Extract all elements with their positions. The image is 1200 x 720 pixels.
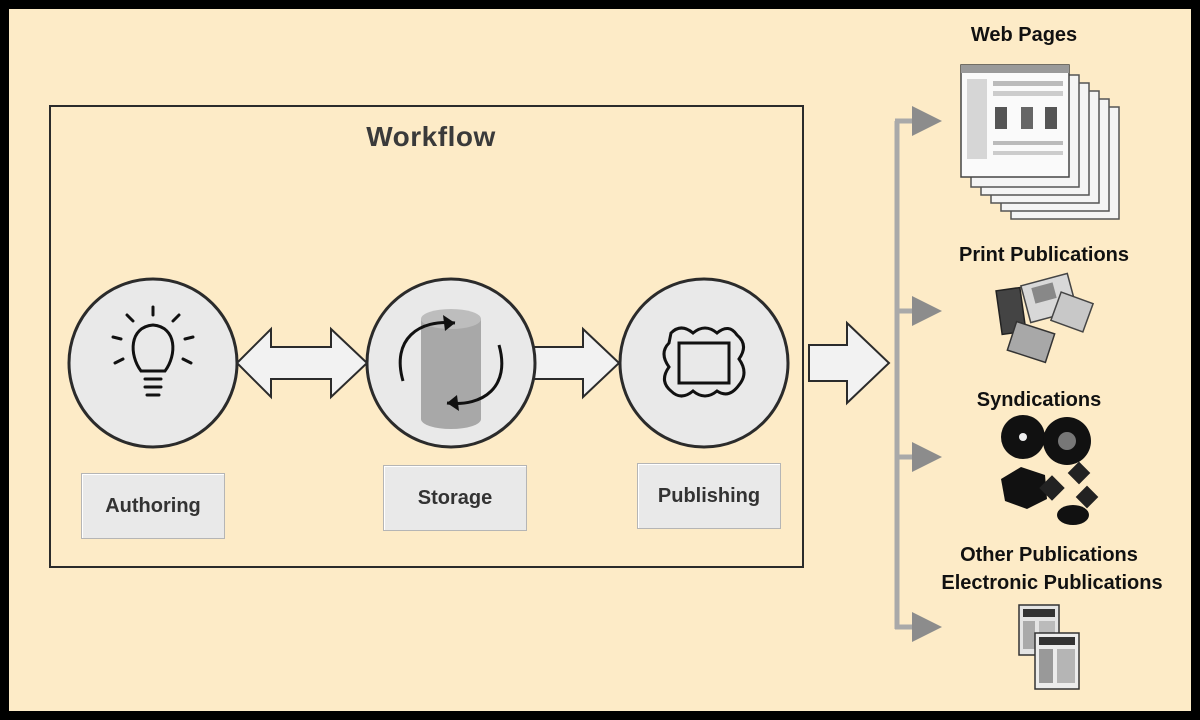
output-label-print-publications: Print Publications	[958, 244, 1130, 266]
electronic-publications-icon	[1018, 604, 1080, 690]
authoring-label: Authoring	[81, 473, 225, 539]
workflow-box: Workflow	[49, 105, 804, 568]
workflow-output-arrow	[808, 320, 891, 406]
output-label-other-publications: Other Publications	[960, 544, 1138, 566]
output-label-syndications: Syndications	[976, 389, 1102, 411]
workflow-title: Workflow	[366, 121, 496, 152]
print-publications-icon	[995, 272, 1095, 364]
web-pages-stack-icon	[960, 64, 1120, 220]
output-branch-connector	[894, 106, 942, 642]
syndications-icon	[1001, 415, 1099, 525]
output-label-electronic-publications: Electronic Publications	[941, 572, 1163, 594]
storage-label: Storage	[383, 465, 527, 531]
publishing-label: Publishing	[637, 463, 781, 529]
output-label-web-pages: Web Pages	[970, 24, 1078, 46]
